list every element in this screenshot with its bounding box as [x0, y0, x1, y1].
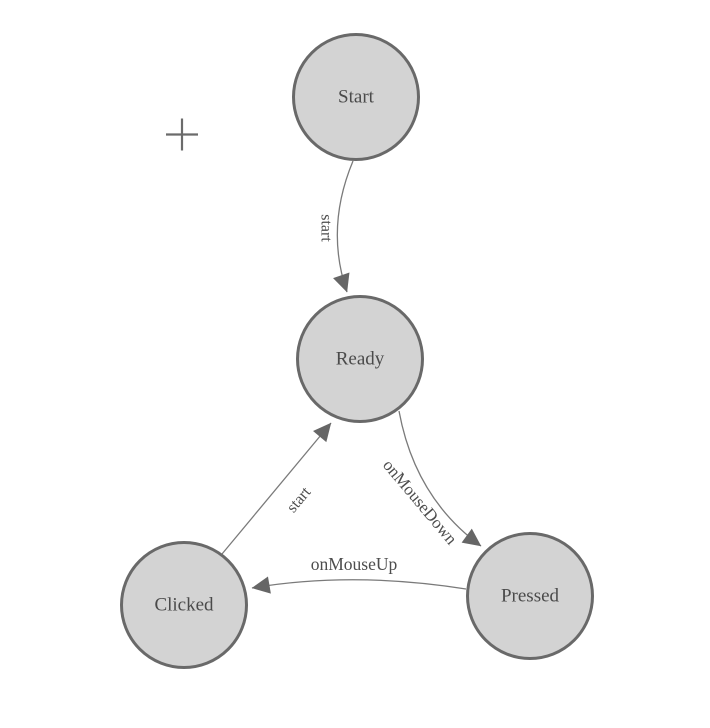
crosshair-cursor-icon [166, 118, 198, 151]
state-label-pressed: Pressed [501, 586, 560, 607]
edge-label-onmouseup: onMouseUp [311, 554, 398, 574]
edge-label-start-2: start [284, 484, 315, 516]
state-label-ready: Ready [336, 349, 385, 370]
state-node-ready[interactable]: Ready [296, 295, 424, 423]
state-label-start: Start [338, 87, 375, 108]
edge-label-onmousedown: onMouseDown [379, 456, 461, 549]
edge-pressed-to-clicked[interactable]: onMouseUp [251, 554, 467, 594]
state-circle[interactable] [466, 532, 594, 660]
edge-start-to-ready[interactable]: start [318, 160, 354, 293]
edge-ready-to-pressed[interactable]: onMouseDown [379, 410, 482, 549]
edge-line[interactable] [251, 576, 467, 594]
state-circle[interactable] [120, 541, 248, 669]
state-circle[interactable] [296, 295, 424, 423]
state-node-pressed[interactable]: Pressed [466, 532, 594, 660]
state-node-start[interactable]: Start [292, 33, 420, 161]
edge-label-start-1: start [318, 214, 335, 242]
edge-line[interactable] [221, 422, 332, 555]
state-circle[interactable] [292, 33, 420, 161]
edge-clicked-to-ready[interactable]: start [221, 422, 332, 555]
state-node-clicked[interactable]: Clicked [120, 541, 248, 669]
edge-line[interactable] [398, 410, 482, 547]
state-label-clicked: Clicked [154, 595, 214, 616]
edge-line[interactable] [333, 160, 354, 293]
